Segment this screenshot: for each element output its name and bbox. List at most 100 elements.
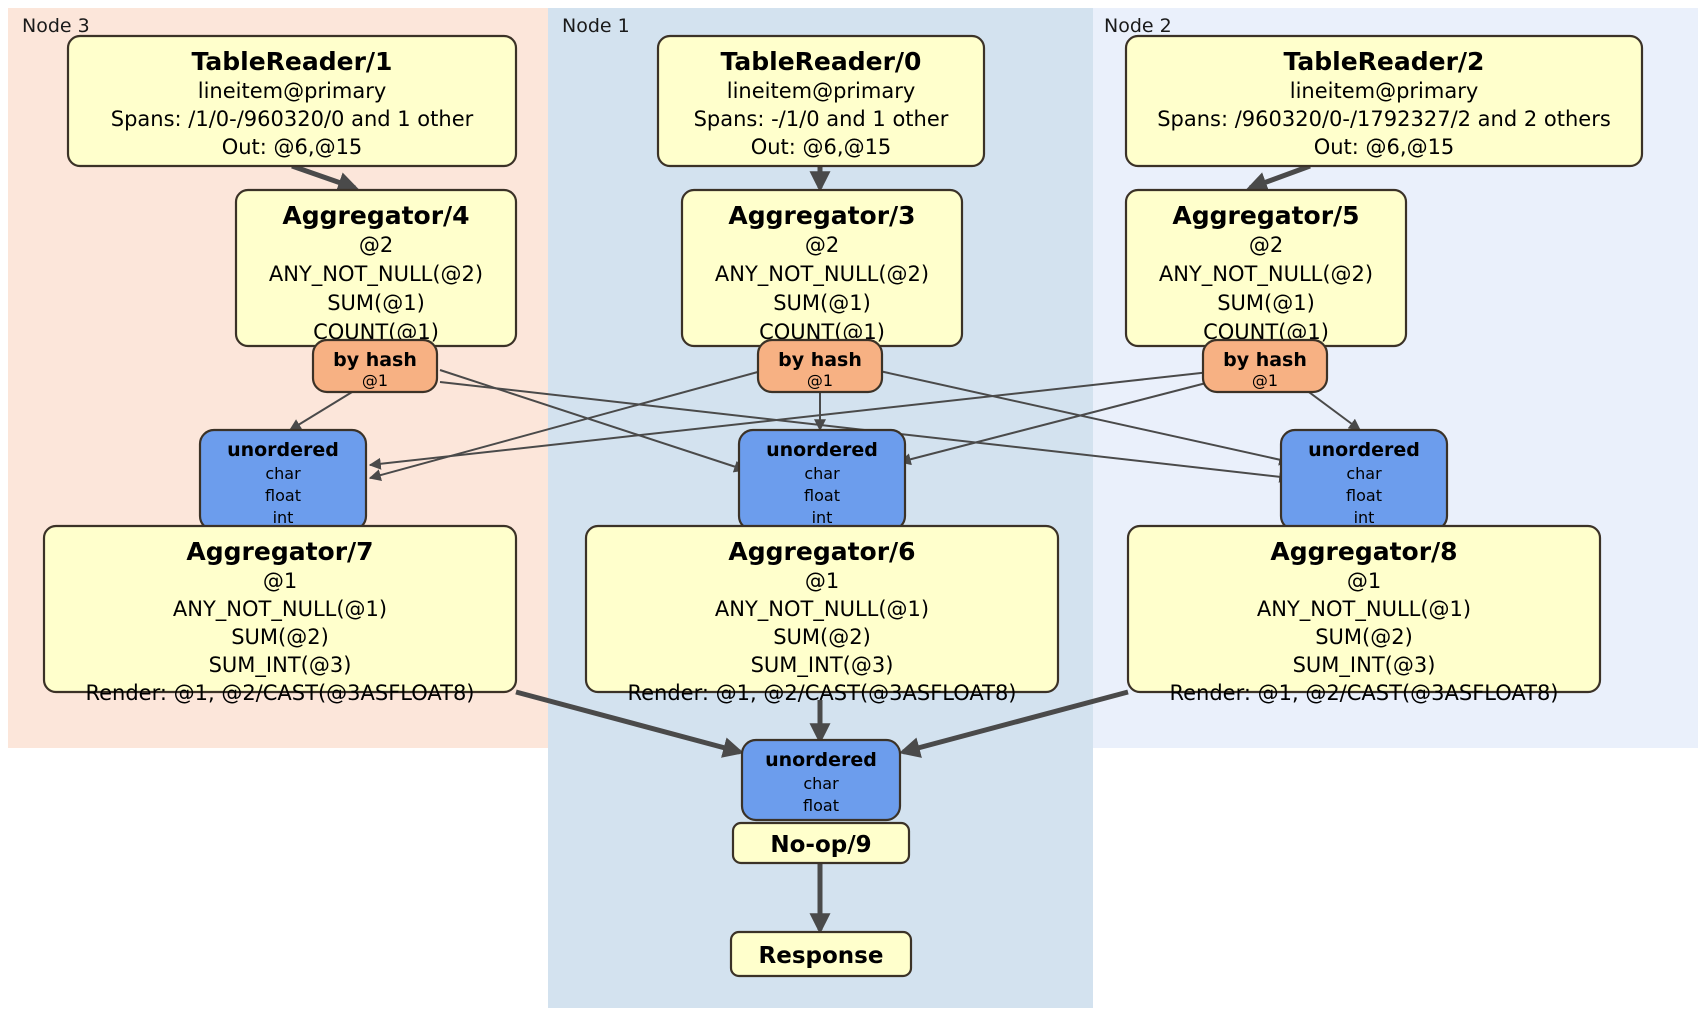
response-title: Response xyxy=(759,943,884,969)
aggregator-8-title: Aggregator/8 xyxy=(1270,537,1457,566)
sync-router-final-title: unordered xyxy=(765,749,877,771)
aggregator-4-line-2: SUM(@1) xyxy=(327,291,425,315)
sync-router-right[interactable]: unordered char float int xyxy=(1279,428,1449,532)
edge-hashcenter-syncright xyxy=(874,369,1292,466)
panel-label-node3: Node 3 xyxy=(22,15,90,37)
hash-router-left-line-0: @1 xyxy=(362,371,388,390)
sync-router-right-line-2: int xyxy=(1354,508,1375,527)
hash-router-right-title: by hash xyxy=(1223,349,1307,371)
aggregator-8-line-0: @1 xyxy=(1347,569,1381,593)
hash-router-right[interactable]: by hash @1 xyxy=(1201,338,1329,394)
table-reader-2-line-1: Spans: /960320/0-/1792327/2 and 2 others xyxy=(1157,107,1611,131)
aggregator-5-title: Aggregator/5 xyxy=(1172,201,1359,230)
processor-aggregator-7[interactable]: Aggregator/7 @1 ANY_NOT_NULL(@1) SUM(@2)… xyxy=(42,524,518,705)
table-reader-2-line-2: Out: @6,@15 xyxy=(1314,135,1455,159)
table-reader-1-box[interactable] xyxy=(66,34,518,168)
processor-noop-9[interactable]: No-op/9 xyxy=(731,821,911,865)
sync-router-center-line-1: float xyxy=(804,486,840,505)
sync-router-final-line-1: float xyxy=(803,796,839,815)
table-reader-0-line-2: Out: @6,@15 xyxy=(751,135,892,159)
sync-router-final-line-0: char xyxy=(803,774,839,793)
edge-reader1-agg4 xyxy=(291,163,359,193)
hash-router-center-line-0: @1 xyxy=(807,371,833,390)
sync-router-right-title: unordered xyxy=(1308,439,1420,461)
table-reader-1-title: TableReader/1 xyxy=(192,47,393,76)
processor-table-reader-0[interactable]: TableReader/0 lineitem@primary Spans: -/… xyxy=(656,34,986,168)
processor-response[interactable]: Response xyxy=(729,930,913,978)
aggregator-7-line-0: @1 xyxy=(263,569,297,593)
aggregator-7-line-2: SUM(@2) xyxy=(231,625,329,649)
aggregator-8-line-2: SUM(@2) xyxy=(1315,625,1413,649)
processor-aggregator-5[interactable]: Aggregator/5 @2 ANY_NOT_NULL(@2) SUM(@1)… xyxy=(1124,188,1408,348)
table-reader-2-box[interactable] xyxy=(1124,34,1644,168)
aggregator-4-title: Aggregator/4 xyxy=(282,201,469,230)
hash-router-right-box[interactable] xyxy=(1201,338,1329,394)
aggregator-7-box[interactable] xyxy=(42,524,518,694)
hash-router-center-box[interactable] xyxy=(756,338,884,394)
table-reader-0-line-0: lineitem@primary xyxy=(727,79,916,103)
edge-hashcenter-syncleft xyxy=(368,369,766,481)
aggregator-5-line-2: SUM(@1) xyxy=(1217,291,1315,315)
table-reader-1-line-1: Spans: /1/0-/960320/0 and 1 other xyxy=(111,107,474,131)
aggregator-4-line-0: @2 xyxy=(359,233,393,257)
sync-router-left[interactable]: unordered char float int xyxy=(198,428,368,532)
aggregator-6-title: Aggregator/6 xyxy=(728,537,915,566)
aggregator-3-line-0: @2 xyxy=(805,233,839,257)
aggregator-6-line-3: SUM_INT(@3) xyxy=(751,653,894,678)
aggregator-3-title: Aggregator/3 xyxy=(728,201,915,230)
sync-router-center-line-0: char xyxy=(804,464,840,483)
processor-aggregator-8[interactable]: Aggregator/8 @1 ANY_NOT_NULL(@1) SUM(@2)… xyxy=(1126,524,1602,705)
sync-router-center[interactable]: unordered char float int xyxy=(737,428,907,532)
aggregator-8-box[interactable] xyxy=(1126,524,1602,694)
processor-table-reader-1[interactable]: TableReader/1 lineitem@primary Spans: /1… xyxy=(66,34,518,168)
aggregator-8-line-1: ANY_NOT_NULL(@1) xyxy=(1257,597,1471,622)
aggregator-6-line-0: @1 xyxy=(805,569,839,593)
table-reader-0-box[interactable] xyxy=(656,34,986,168)
aggregator-3-line-2: SUM(@1) xyxy=(773,291,871,315)
aggregator-5-line-1: ANY_NOT_NULL(@2) xyxy=(1159,262,1373,287)
sync-router-final[interactable]: unordered char float xyxy=(740,738,902,822)
processor-table-reader-2[interactable]: TableReader/2 lineitem@primary Spans: /9… xyxy=(1124,34,1644,168)
aggregator-6-line-4: Render: @1, @2/CAST(@3ASFLOAT8) xyxy=(627,681,1016,705)
aggregator-7-title: Aggregator/7 xyxy=(186,537,373,566)
edge-reader2-agg5 xyxy=(1246,163,1311,193)
processor-aggregator-3[interactable]: Aggregator/3 @2 ANY_NOT_NULL(@2) SUM(@1)… xyxy=(680,188,964,348)
sync-router-left-line-0: char xyxy=(265,464,301,483)
aggregator-7-line-4: Render: @1, @2/CAST(@3ASFLOAT8) xyxy=(85,681,474,705)
edge-hashright-syncleft xyxy=(368,371,1211,470)
hash-router-center[interactable]: by hash @1 xyxy=(756,338,884,394)
noop-9-box[interactable] xyxy=(731,821,911,865)
aggregator-6-line-2: SUM(@2) xyxy=(773,625,871,649)
hash-router-center-title: by hash xyxy=(778,349,862,371)
edges-hash-shuffle xyxy=(288,369,1361,483)
table-reader-2-title: TableReader/2 xyxy=(1284,47,1485,76)
aggregator-8-line-3: SUM_INT(@3) xyxy=(1293,653,1436,678)
hash-router-left-box[interactable] xyxy=(311,338,439,394)
table-reader-1-line-0: lineitem@primary xyxy=(198,79,387,103)
hash-router-right-line-0: @1 xyxy=(1252,371,1278,390)
processor-aggregator-6[interactable]: Aggregator/6 @1 ANY_NOT_NULL(@1) SUM(@2)… xyxy=(584,524,1060,705)
table-reader-0-title: TableReader/0 xyxy=(721,47,922,76)
aggregator-3-line-1: ANY_NOT_NULL(@2) xyxy=(715,262,929,287)
aggregator-5-line-0: @2 xyxy=(1249,233,1283,257)
noop-9-title: No-op/9 xyxy=(770,832,871,858)
hash-router-left[interactable]: by hash @1 xyxy=(311,338,439,394)
aggregator-7-line-1: ANY_NOT_NULL(@1) xyxy=(173,597,387,622)
aggregator-6-box[interactable] xyxy=(584,524,1060,694)
processor-aggregator-4[interactable]: Aggregator/4 @2 ANY_NOT_NULL(@2) SUM(@1)… xyxy=(234,188,518,348)
panel-label-node1: Node 1 xyxy=(562,15,630,37)
sync-router-center-line-2: int xyxy=(812,508,833,527)
sync-router-final-box[interactable] xyxy=(740,738,902,822)
edge-agg7-syncfinal xyxy=(515,689,745,758)
table-reader-1-line-2: Out: @6,@15 xyxy=(222,135,363,159)
edge-hashright-synccenter xyxy=(898,381,1211,466)
edge-hashleft-synccenter xyxy=(439,369,747,473)
table-reader-0-line-1: Spans: -/1/0 and 1 other xyxy=(694,107,949,131)
aggregator-6-line-1: ANY_NOT_NULL(@1) xyxy=(715,597,929,622)
edges-to-final-router xyxy=(515,689,1129,935)
edge-agg8-syncfinal xyxy=(898,689,1129,758)
response-box[interactable] xyxy=(729,930,913,978)
sync-router-center-title: unordered xyxy=(766,439,878,461)
hash-router-left-title: by hash xyxy=(333,349,417,371)
